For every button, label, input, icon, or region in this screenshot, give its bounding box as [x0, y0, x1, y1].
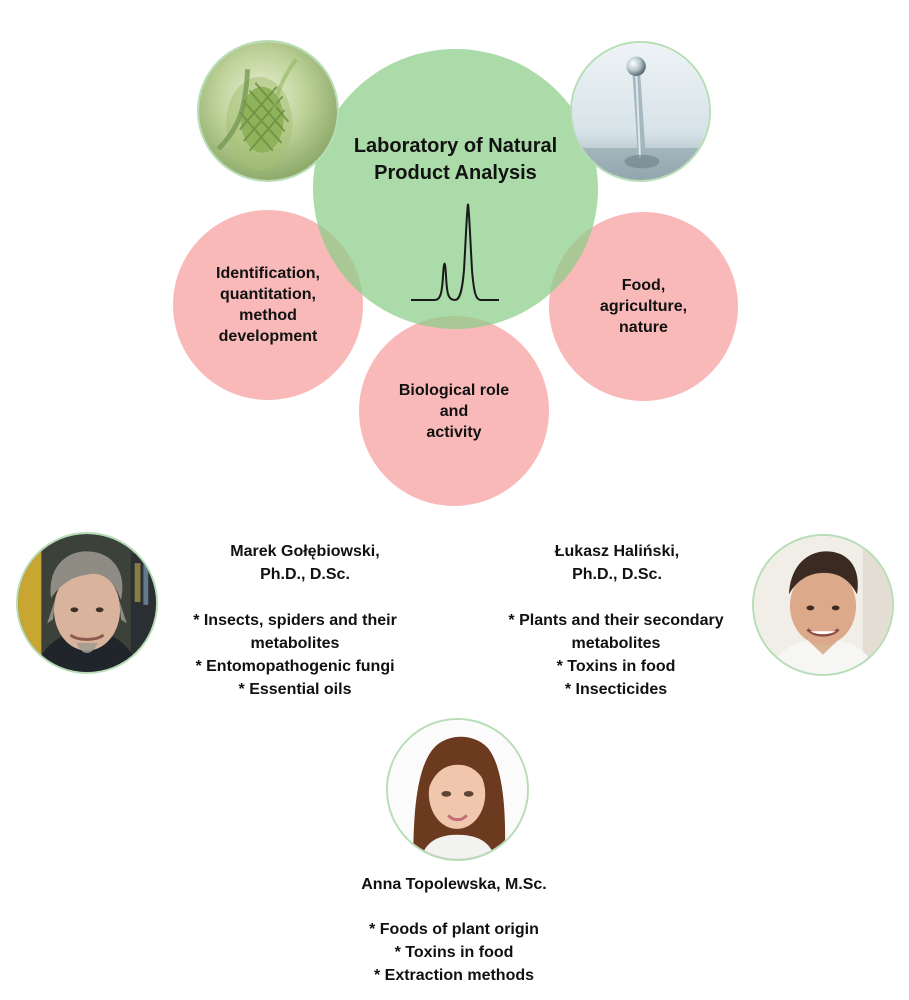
- lab-title: Laboratory of Natural Product Analysis: [353, 135, 558, 184]
- lukasz-halinski-portrait: [752, 534, 894, 676]
- center-circle: [313, 49, 598, 329]
- marek-name: Marek Gołębiowski, Ph.D., D.Sc.: [230, 543, 380, 583]
- plant-photo: [197, 40, 339, 182]
- topic-food-label: Food, agriculture, nature: [599, 277, 688, 336]
- chromatogram-icon: [411, 203, 499, 302]
- lukasz-name: Łukasz Haliński, Ph.D., D.Sc.: [554, 543, 680, 583]
- anna-topics: * Foods of plant origin * Toxins in food…: [369, 921, 539, 984]
- lukasz-topics: * Plants and their secondary metabolites…: [508, 612, 724, 698]
- droplet-photo: [570, 41, 711, 182]
- topic-circle-biological: Biological role and activity: [359, 316, 549, 506]
- topic-identification-label: Identification, quantitation, method dev…: [216, 265, 320, 345]
- topic-biological-label: Biological role and activity: [398, 381, 510, 441]
- anna-name: Anna Topolewska, M.Sc.: [361, 876, 547, 893]
- anna-topolewska-portrait: [386, 718, 529, 861]
- marek-topics: * Insects, spiders and their metabolites…: [193, 612, 397, 698]
- marek-golebiowski-portrait: [16, 532, 158, 674]
